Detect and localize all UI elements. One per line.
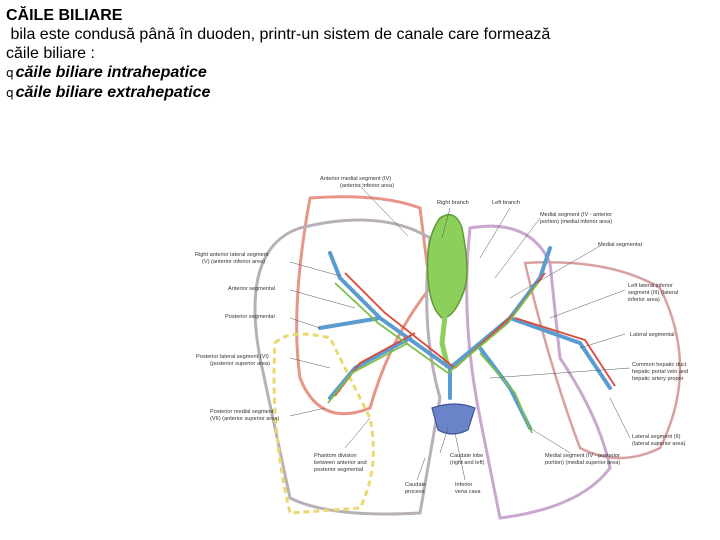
biliary-anatomy-illustration: Anterior medial segment (IV) (anterior i… <box>195 176 688 520</box>
label-anterior-segmental: Anterior segmental <box>228 286 275 292</box>
bullet-marker-icon: q <box>6 66 14 80</box>
label-posterior-medial: Posterior medial segment <box>210 409 274 415</box>
leader-lines <box>289 185 631 481</box>
label-caudate-process: Caudate <box>405 482 426 488</box>
inferior-vena-cava <box>431 403 476 435</box>
label-phantom-3: posterior segmental <box>314 467 363 473</box>
segment-border-red <box>295 195 432 416</box>
label-lateral-segmental: Lateral segmental <box>630 332 674 338</box>
intro-line-1: bila este condusă până în duoden, printr… <box>6 26 551 43</box>
label-anterior-medial: Anterior medial segment (IV) <box>320 176 391 182</box>
segment-border-gray <box>253 218 442 516</box>
label-medial-segment-iv-sub: portion) (medial inferior area) <box>540 219 612 225</box>
label-posterior-medial-sub: (VII) (anterior superior area) <box>210 416 279 422</box>
label-common-hepatic-3: hepatic artery proper <box>632 376 684 382</box>
label-inferior-vena-cava-2: vena cava <box>455 489 481 495</box>
label-anterior-medial-sub: (anterior inferior area) <box>340 183 394 189</box>
segment-border-right <box>523 261 682 460</box>
segment-border-yellow <box>272 332 375 515</box>
label-medial-segment-iv: Medial segment (IV - anterior <box>540 212 612 218</box>
label-posterior-segmental: Posterior segmental <box>225 314 275 320</box>
label-posterior-lateral-sub: (posterior superior area) <box>210 361 270 367</box>
bullet-marker-icon: q <box>6 86 14 100</box>
label-inferior-vena-cava: Inferior <box>455 482 473 488</box>
slide-title: CĂILE BILIARE <box>6 7 123 24</box>
slide-text: CĂILE BILIARE bila este condusă până în … <box>6 6 706 103</box>
label-phantom-2: between anterior and <box>314 460 367 466</box>
label-right-anterior-lateral-sub: (V) (anterior inferior area) <box>202 259 265 265</box>
label-caudate-lobe-2: (right and left) <box>450 460 485 466</box>
gallbladder <box>426 213 468 319</box>
bullet-text: căile biliare intrahepatice <box>15 64 207 81</box>
label-caudate-lobe: Caudate lobe <box>450 453 483 459</box>
figure-labels: Anterior medial segment (IV) (anterior i… <box>195 176 688 495</box>
label-medial-segment-iv-post: Medial segment (IV - posterior <box>545 453 620 459</box>
label-common-hepatic-2: hepatic portal vein and <box>632 369 688 375</box>
intro-line-2: căile biliare : <box>6 45 95 62</box>
label-right-branch: Right branch <box>437 200 469 206</box>
label-medial-segmental: Medial segmental <box>598 242 642 248</box>
bile-duct-branches <box>327 282 539 434</box>
label-right-anterior-lateral: Right anterior lateral segment <box>195 252 269 258</box>
segment-border-purple <box>465 224 612 520</box>
label-lateral-segment-ii: Lateral segment (II) <box>632 434 681 440</box>
label-posterior-lateral: Posterior lateral segment (VI) <box>196 354 269 360</box>
label-common-hepatic: Common hepatic duct <box>632 362 687 368</box>
label-left-lateral-inferior-2: segment (III) (lateral <box>628 290 678 296</box>
label-lateral-segment-ii-sub: (lateral superior area) <box>632 441 686 447</box>
label-left-lateral-inferior-3: inferior area) <box>628 297 660 303</box>
bullet-text: căile biliare extrahepatice <box>15 84 211 101</box>
label-left-lateral-inferior: Left lateral inferior <box>628 283 673 289</box>
label-medial-segment-iv-post-2: portion) (medial superior area) <box>545 460 620 466</box>
label-caudate-process-2: process <box>405 489 425 495</box>
cystic-duct <box>439 315 451 369</box>
label-left-branch: Left branch <box>492 200 520 206</box>
label-phantom: Phantom division <box>314 453 357 459</box>
